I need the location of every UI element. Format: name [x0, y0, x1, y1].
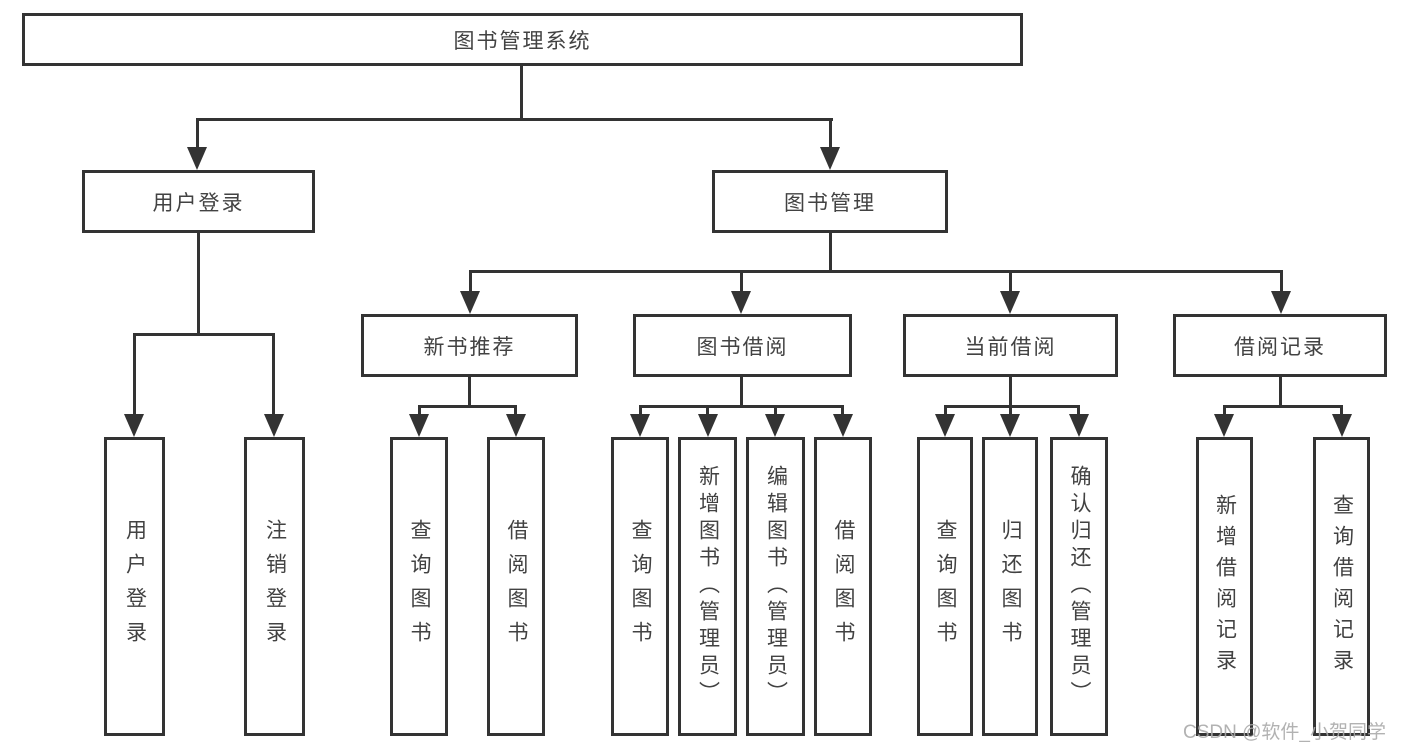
- node-label: 新增借阅记录: [1213, 493, 1237, 680]
- leaf-add-borrow-record: 新增借阅记录: [1196, 437, 1253, 736]
- connector-to-leaf: [1009, 405, 1012, 416]
- arrowhead-icon: [1000, 291, 1020, 314]
- node-borrowing-records: 借阅记录: [1173, 314, 1387, 377]
- node-label: 图书管理系统: [453, 29, 592, 53]
- arrowhead-icon: [460, 291, 480, 314]
- leaf-confirm-return-admin: 确认归还（管理员）: [1050, 437, 1108, 736]
- connector-userlogin-hline: [133, 333, 275, 336]
- node-label: 当前借阅: [964, 335, 1057, 359]
- connector-to-leaf: [1077, 405, 1080, 416]
- node-label: 确认归还（管理员）: [1068, 465, 1091, 708]
- connector-currentborrow-hline: [944, 405, 1080, 408]
- arrowhead-icon: [124, 414, 144, 437]
- leaf-borrow-books-1: 借阅图书: [487, 437, 545, 736]
- connector-to-leaf: [639, 405, 642, 416]
- leaf-query-books-3: 查询图书: [917, 437, 973, 736]
- arrowhead-icon: [630, 414, 650, 437]
- node-label: 查询借阅记录: [1330, 493, 1354, 680]
- node-label: 借阅图书: [505, 518, 528, 655]
- arrowhead-icon: [820, 147, 840, 170]
- node-book-borrowing: 图书借阅: [633, 314, 852, 377]
- arrowhead-icon: [833, 414, 853, 437]
- arrowhead-icon: [1000, 414, 1020, 437]
- connector-to-leaf: [841, 405, 844, 416]
- leaf-edit-books-admin: 编辑图书（管理员）: [746, 437, 805, 736]
- connector-to-leaf: [1340, 405, 1343, 416]
- leaf-logout: 注销登录: [244, 437, 305, 736]
- node-book-management: 图书管理: [712, 170, 948, 233]
- connector-root-hline: [196, 118, 833, 121]
- arrowhead-icon: [506, 414, 526, 437]
- arrowhead-icon: [1214, 414, 1234, 437]
- connector-to-user-login: [196, 118, 199, 150]
- connector-bookborrow-stem: [740, 377, 743, 408]
- connector-to-leaf: [418, 405, 421, 416]
- arrowhead-icon: [765, 414, 785, 437]
- connector-bookborrow-hline: [639, 405, 844, 408]
- arrowhead-icon: [731, 291, 751, 314]
- connector-to-leaf: [272, 333, 275, 416]
- connector-to-borrowrecords: [1280, 270, 1283, 293]
- leaf-return-books: 归还图书: [982, 437, 1038, 736]
- connector-to-leaf: [1223, 405, 1226, 416]
- connector-newbook-hline: [418, 405, 517, 408]
- connector-to-leaf: [514, 405, 517, 416]
- leaf-add-books-admin: 新增图书（管理员）: [678, 437, 737, 736]
- connector-to-leaf: [944, 405, 947, 416]
- connector-bookmgmt-stem: [829, 233, 832, 273]
- connector-to-leaf: [774, 405, 777, 416]
- connector-to-leaf: [706, 405, 709, 416]
- leaf-query-borrow-record: 查询借阅记录: [1313, 437, 1370, 736]
- arrowhead-icon: [698, 414, 718, 437]
- node-label: 注销登录: [263, 518, 287, 655]
- arrowhead-icon: [1069, 414, 1089, 437]
- connector-to-leaf: [133, 333, 136, 416]
- node-label: 用户登录: [152, 191, 245, 215]
- node-user-login: 用户登录: [82, 170, 315, 233]
- node-label: 新书推荐: [423, 335, 516, 359]
- node-label: 查询图书: [408, 518, 431, 655]
- node-label: 图书管理: [784, 191, 876, 215]
- leaf-query-books-2: 查询图书: [611, 437, 669, 736]
- connector-currentborrow-stem: [1009, 377, 1012, 408]
- arrowhead-icon: [1332, 414, 1352, 437]
- node-current-borrowing: 当前借阅: [903, 314, 1118, 377]
- node-label: 查询图书: [934, 518, 957, 655]
- arrowhead-icon: [935, 414, 955, 437]
- node-new-book-recommend: 新书推荐: [361, 314, 578, 377]
- connector-to-newbook: [469, 270, 472, 293]
- leaf-user-login: 用户登录: [104, 437, 165, 736]
- csdn-watermark: CSDN @软件_小贺同学: [1183, 722, 1386, 743]
- arrowhead-icon: [187, 147, 207, 170]
- arrowhead-icon: [1271, 291, 1291, 314]
- node-label: 编辑图书（管理员）: [764, 465, 788, 708]
- connector-to-book-mgmt: [829, 118, 832, 150]
- arrowhead-icon: [264, 414, 284, 437]
- connector-root-stem: [520, 66, 523, 119]
- arrowhead-icon: [409, 414, 429, 437]
- node-label: 用户登录: [123, 518, 147, 655]
- connector-to-bookborrow: [740, 270, 743, 293]
- node-label: 新增图书（管理员）: [696, 465, 720, 708]
- node-label: 借阅图书: [832, 518, 855, 655]
- node-label: 借阅记录: [1234, 335, 1326, 359]
- connector-bookmgmt-hline: [469, 270, 1282, 273]
- connector-borrowrecords-hline: [1223, 405, 1343, 408]
- node-label: 查询图书: [629, 518, 652, 655]
- leaf-query-books-1: 查询图书: [390, 437, 448, 736]
- connector-borrowrecords-stem: [1279, 377, 1282, 408]
- node-label: 图书借阅: [696, 335, 789, 359]
- connector-userlogin-stem: [197, 233, 200, 335]
- connector-newbook-stem: [468, 377, 471, 408]
- node-label: 归还图书: [999, 518, 1022, 655]
- node-library-management-system: 图书管理系统: [22, 13, 1023, 66]
- leaf-borrow-books-2: 借阅图书: [814, 437, 872, 736]
- connector-to-currentborrow: [1009, 270, 1012, 293]
